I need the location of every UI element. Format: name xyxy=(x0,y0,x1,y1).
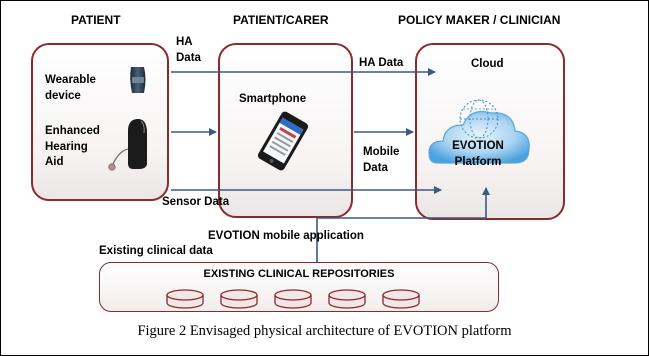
mobile-application-label: EVOTION mobile application xyxy=(208,230,364,242)
header-patient-carer: PATIENT/CARER xyxy=(233,13,329,27)
ha-data-label-top: HA Data xyxy=(359,57,404,69)
wearable-device-icon xyxy=(130,67,146,93)
patient-box xyxy=(31,43,169,201)
repositories-title: EXISTING CLINICAL REPOSITORIES xyxy=(203,268,395,280)
database-icon-4 xyxy=(328,289,366,309)
evotion-platform-label: EVOTION Platform xyxy=(452,140,504,168)
smartphone-icon xyxy=(257,111,309,171)
existing-clinical-data-label: Existing clinical data xyxy=(99,245,213,257)
hearing-aid-icon xyxy=(108,119,147,171)
arrow-repositories-to-platform xyxy=(316,187,490,262)
database-icon-2 xyxy=(220,289,258,309)
header-policy-clinician: POLICY MAKER / CLINICIAN xyxy=(398,13,561,27)
database-icon-5 xyxy=(382,289,420,309)
hearing-aid-label: Enhanced Hearing Aid xyxy=(45,125,100,169)
header-patient: PATIENT xyxy=(71,13,121,27)
wearable-device-label: Wearable device xyxy=(45,74,96,102)
database-icon-3 xyxy=(274,289,312,309)
ha-data-label-left: HA Data xyxy=(176,36,201,64)
sensor-data-label: Sensor Data xyxy=(162,196,230,208)
figure-caption: Figure 2 Envisaged physical architecture… xyxy=(137,323,512,339)
cloud-label: Cloud xyxy=(471,58,504,70)
database-icon-1 xyxy=(166,289,204,309)
database-cylinders xyxy=(166,289,420,309)
smartphone-label: Smartphone xyxy=(239,93,307,105)
cloud-icon xyxy=(428,99,530,164)
mobile-data-label: Mobile Data xyxy=(363,146,400,174)
